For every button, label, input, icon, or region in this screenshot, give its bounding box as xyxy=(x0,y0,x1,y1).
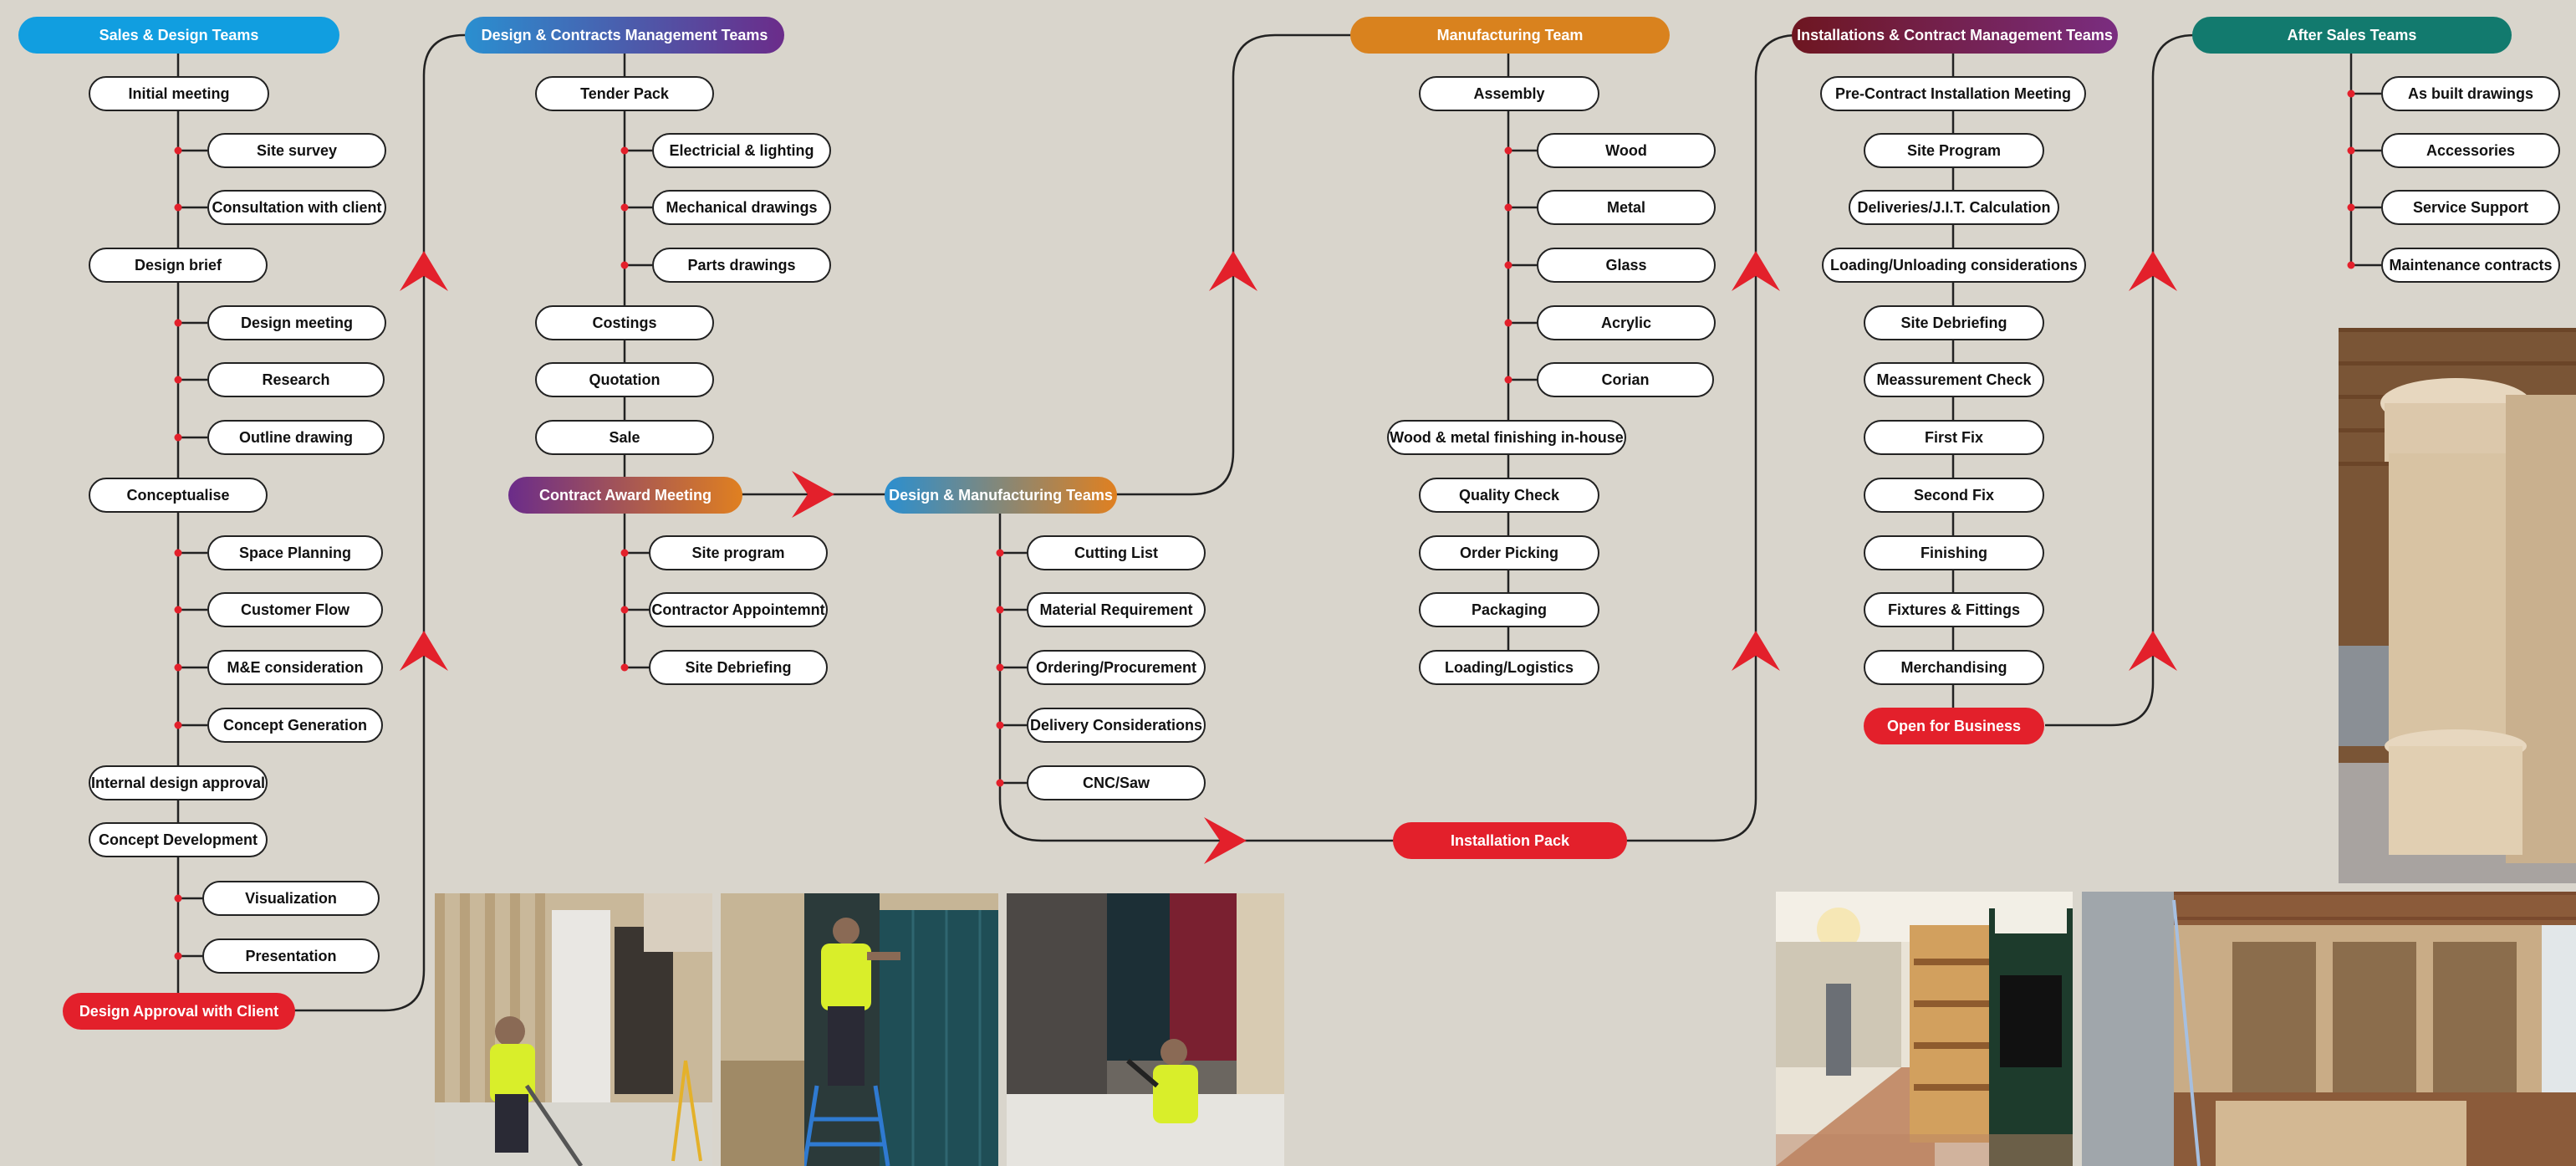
merchandising-node: Merchandising xyxy=(1864,650,2044,685)
connector-lines xyxy=(176,33,2381,1012)
wood-node: Wood xyxy=(1537,133,1716,168)
site-debriefing-node: Site Debriefing xyxy=(649,650,828,685)
pre-contract-meeting-node: Pre-Contract Installation Meeting xyxy=(1820,76,2086,111)
sale-node: Sale xyxy=(535,420,714,455)
site-survey-node: Site survey xyxy=(207,133,386,168)
design-approval-node: Design Approval with Client xyxy=(63,993,295,1030)
delivery-considerations-node: Delivery Considerations xyxy=(1027,708,1206,743)
accessories-node: Accessories xyxy=(2381,133,2560,168)
ordering-procurement-node: Ordering/Procurement xyxy=(1027,650,1206,685)
material-requirement-node: Material Requirement xyxy=(1027,592,1206,627)
worker-cleaning-image xyxy=(435,893,712,1166)
manufacturing-team-header: Manufacturing Team xyxy=(1350,17,1670,54)
worker-drilling-image xyxy=(1007,893,1284,1166)
connector-dots xyxy=(174,89,2355,960)
acrylic-node: Acrylic xyxy=(1537,305,1716,340)
me-consideration-node: M&E consideration xyxy=(207,650,383,685)
wood-metal-finishing-node: Wood & metal finishing in-house xyxy=(1387,420,1626,455)
glass-node: Glass xyxy=(1537,248,1716,283)
sales-design-teams-header: Sales & Design Teams xyxy=(18,17,339,54)
as-built-drawings-node: As built drawings xyxy=(2381,76,2560,111)
design-brief-node: Design brief xyxy=(89,248,268,283)
after-sales-header: After Sales Teams xyxy=(2192,17,2512,54)
loading-logistics-node: Loading/Logistics xyxy=(1419,650,1599,685)
curved-unit-image xyxy=(2339,328,2576,883)
concept-development-node: Concept Development xyxy=(89,822,268,857)
electrical-lighting-node: Electricial & lighting xyxy=(652,133,831,168)
installation-pack-node: Installation Pack xyxy=(1393,822,1627,859)
site-program-node: Site program xyxy=(649,535,828,570)
contract-award-meeting-node: Contract Award Meeting xyxy=(508,477,742,514)
mechanical-drawings-node: Mechanical drawings xyxy=(652,190,831,225)
space-planning-node: Space Planning xyxy=(207,535,383,570)
concept-generation-node: Concept Generation xyxy=(207,708,383,743)
order-picking-node: Order Picking xyxy=(1419,535,1599,570)
quotation-node: Quotation xyxy=(535,362,714,397)
customer-flow-node: Customer Flow xyxy=(207,592,383,627)
presentation-node: Presentation xyxy=(202,938,380,974)
photo-worker-cleaning xyxy=(435,893,712,1166)
fixtures-fittings-node: Fixtures & Fittings xyxy=(1864,592,2044,627)
photo-workshop-shelving xyxy=(2082,892,2576,1166)
first-fix-node: First Fix xyxy=(1864,420,2044,455)
research-node: Research xyxy=(207,362,385,397)
consultation-node: Consultation with client xyxy=(207,190,386,225)
conceptualise-node: Conceptualise xyxy=(89,478,268,513)
quality-check-node: Quality Check xyxy=(1419,478,1599,513)
design-manufacturing-header: Design & Manufacturing Teams xyxy=(885,477,1117,514)
second-fix-node: Second Fix xyxy=(1864,478,2044,513)
workshop-shelving-image xyxy=(2082,892,2576,1166)
design-contracts-header: Design & Contracts Management Teams xyxy=(465,17,784,54)
photo-curved-unit xyxy=(2339,328,2576,883)
internal-design-approval-node: Internal design approval xyxy=(89,765,268,800)
photo-worker-drilling xyxy=(1007,893,1284,1166)
bookshop-interior-image xyxy=(1776,892,2073,1166)
assembly-node: Assembly xyxy=(1419,76,1599,111)
design-meeting-node: Design meeting xyxy=(207,305,386,340)
initial-meeting-node: Initial meeting xyxy=(89,76,269,111)
open-for-business-node: Open for Business xyxy=(1864,708,2044,744)
metal-node: Metal xyxy=(1537,190,1716,225)
finishing-node: Finishing xyxy=(1864,535,2044,570)
deliveries-jit-node: Deliveries/J.I.T. Calculation xyxy=(1849,190,2059,225)
up-arrow-icons xyxy=(400,251,2177,671)
photo-worker-ladder xyxy=(721,893,998,1166)
cutting-list-node: Cutting List xyxy=(1027,535,1206,570)
cnc-saw-node: CNC/Saw xyxy=(1027,765,1206,800)
corian-node: Corian xyxy=(1537,362,1714,397)
contractor-appointment-node: Contractor Appointemnt xyxy=(649,592,828,627)
costings-node: Costings xyxy=(535,305,714,340)
installations-header: Installations & Contract Management Team… xyxy=(1792,17,2118,54)
parts-drawings-node: Parts drawings xyxy=(652,248,831,283)
tender-pack-node: Tender Pack xyxy=(535,76,714,111)
outline-drawing-node: Outline drawing xyxy=(207,420,385,455)
visualization-node: Visualization xyxy=(202,881,380,916)
service-support-node: Service Support xyxy=(2381,190,2560,225)
site-program-install-node: Site Program xyxy=(1864,133,2044,168)
photo-bookshop-interior xyxy=(1776,892,2073,1166)
worker-ladder-image xyxy=(721,893,998,1166)
measurement-check-node: Meassurement Check xyxy=(1864,362,2044,397)
maintenance-contracts-node: Maintenance contracts xyxy=(2381,248,2560,283)
site-debriefing-install-node: Site Debriefing xyxy=(1864,305,2044,340)
loading-unloading-node: Loading/Unloading considerations xyxy=(1822,248,2086,283)
right-arrow-icons xyxy=(792,471,1247,864)
packaging-node: Packaging xyxy=(1419,592,1599,627)
